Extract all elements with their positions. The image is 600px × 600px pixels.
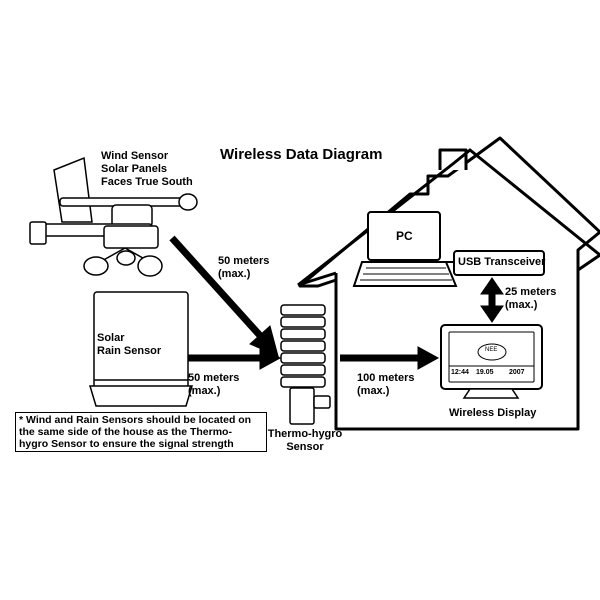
display-date: 19.05 [476,369,494,376]
wind-cup-1 [83,256,109,276]
arrow-thermo-to-display-head [417,346,440,370]
thermo-hygro-device [280,304,331,425]
wind-cup-3 [116,250,136,266]
placement-note-line: * Wind and Rain Sensors should be locate… [19,414,252,426]
link-wind-thermo-label: 50 meters (max.) [218,255,269,281]
thermo-hygro-label: Thermo-hygro Sensor [262,428,348,454]
link-distance: 50 meters [218,255,270,267]
wind-sensor-label-line: Wind Sensor [101,150,169,162]
link-distance: 25 meters [505,286,557,298]
thermo-shield-plate-4 [280,340,326,352]
wind-sensor-clamp [29,221,47,245]
thermo-sensor-post [289,387,315,425]
thermo-sensor-bracket [313,395,331,409]
wind-sensor-label: Wind Sensor Solar Panels Faces True Sout… [101,150,193,189]
arrow-rain-to-thermo-head [259,346,282,370]
wind-sensor-device [29,156,198,277]
thermo-shield-plate-7 [280,376,326,388]
display-stand [462,388,520,399]
display-compass [477,343,507,361]
thermo-shield-plate-6 [280,364,326,376]
thermo-shield-plate-3 [280,328,326,340]
thermo-hygro-label-line: Sensor [286,441,324,453]
wind-vane-nose [178,193,198,211]
link-rain-thermo-label: 50 meters (max.) [188,372,239,398]
thermo-hygro-label-line: Thermo-hygro [267,428,343,440]
arrow-usb-display-head-up [480,277,504,295]
house-chimney [438,148,468,170]
arrow-usb-display-head-down [480,305,504,323]
rain-sensor-device [88,291,194,407]
wind-cup-2 [137,255,163,277]
link-max: (max.) [218,268,251,280]
wireless-display-label: Wireless Display [449,407,537,419]
link-max: (max.) [188,385,221,397]
link-thermo-display-label: 100 meters (max.) [357,372,415,398]
link-max: (max.) [505,299,538,311]
placement-note-line: hygro Sensor to ensure the signal streng… [19,438,234,450]
wind-sensor-label-line: Solar Panels [101,163,168,175]
pc-laptop-device [352,211,458,287]
wind-sensor-panel [103,225,159,249]
rain-sensor-label-line: Solar [97,332,125,344]
placement-note-line: the same side of the house as the Thermo… [19,426,232,438]
link-max: (max.) [357,385,390,397]
wind-sensor-label-line: Faces True South [101,176,193,188]
display-time: 12:44 [451,369,469,376]
link-usb-display-label: 25 meters (max.) [505,286,556,312]
display-year: 2007 [509,369,525,376]
rain-sensor-label: Solar Rain Sensor [97,332,161,358]
link-distance: 50 meters [188,372,240,384]
usb-transceiver-box [453,250,545,276]
wind-vane-fin [53,156,93,223]
thermo-shield-plate-1 [280,304,326,316]
thermo-shield-plate-2 [280,316,326,328]
house-eave-left [297,271,337,287]
pc-label: PC [396,229,413,243]
display-direction: NEE [485,347,498,353]
usb-transceiver-label: USB Transceiver [458,256,546,268]
placement-note: * Wind and Rain Sensors should be locate… [15,412,267,452]
thermo-shield-plate-5 [280,352,326,364]
arrow-wind-to-thermo [169,235,267,343]
house-eave-right [577,253,600,272]
link-distance: 100 meters [357,372,415,384]
diagram-title: Wireless Data Diagram [220,146,383,163]
laptop-screen [367,211,441,261]
wireless-display-device [440,324,543,399]
arrows [169,235,504,370]
rain-sensor-label-line: Rain Sensor [97,345,162,357]
rain-sensor-base [88,385,194,407]
